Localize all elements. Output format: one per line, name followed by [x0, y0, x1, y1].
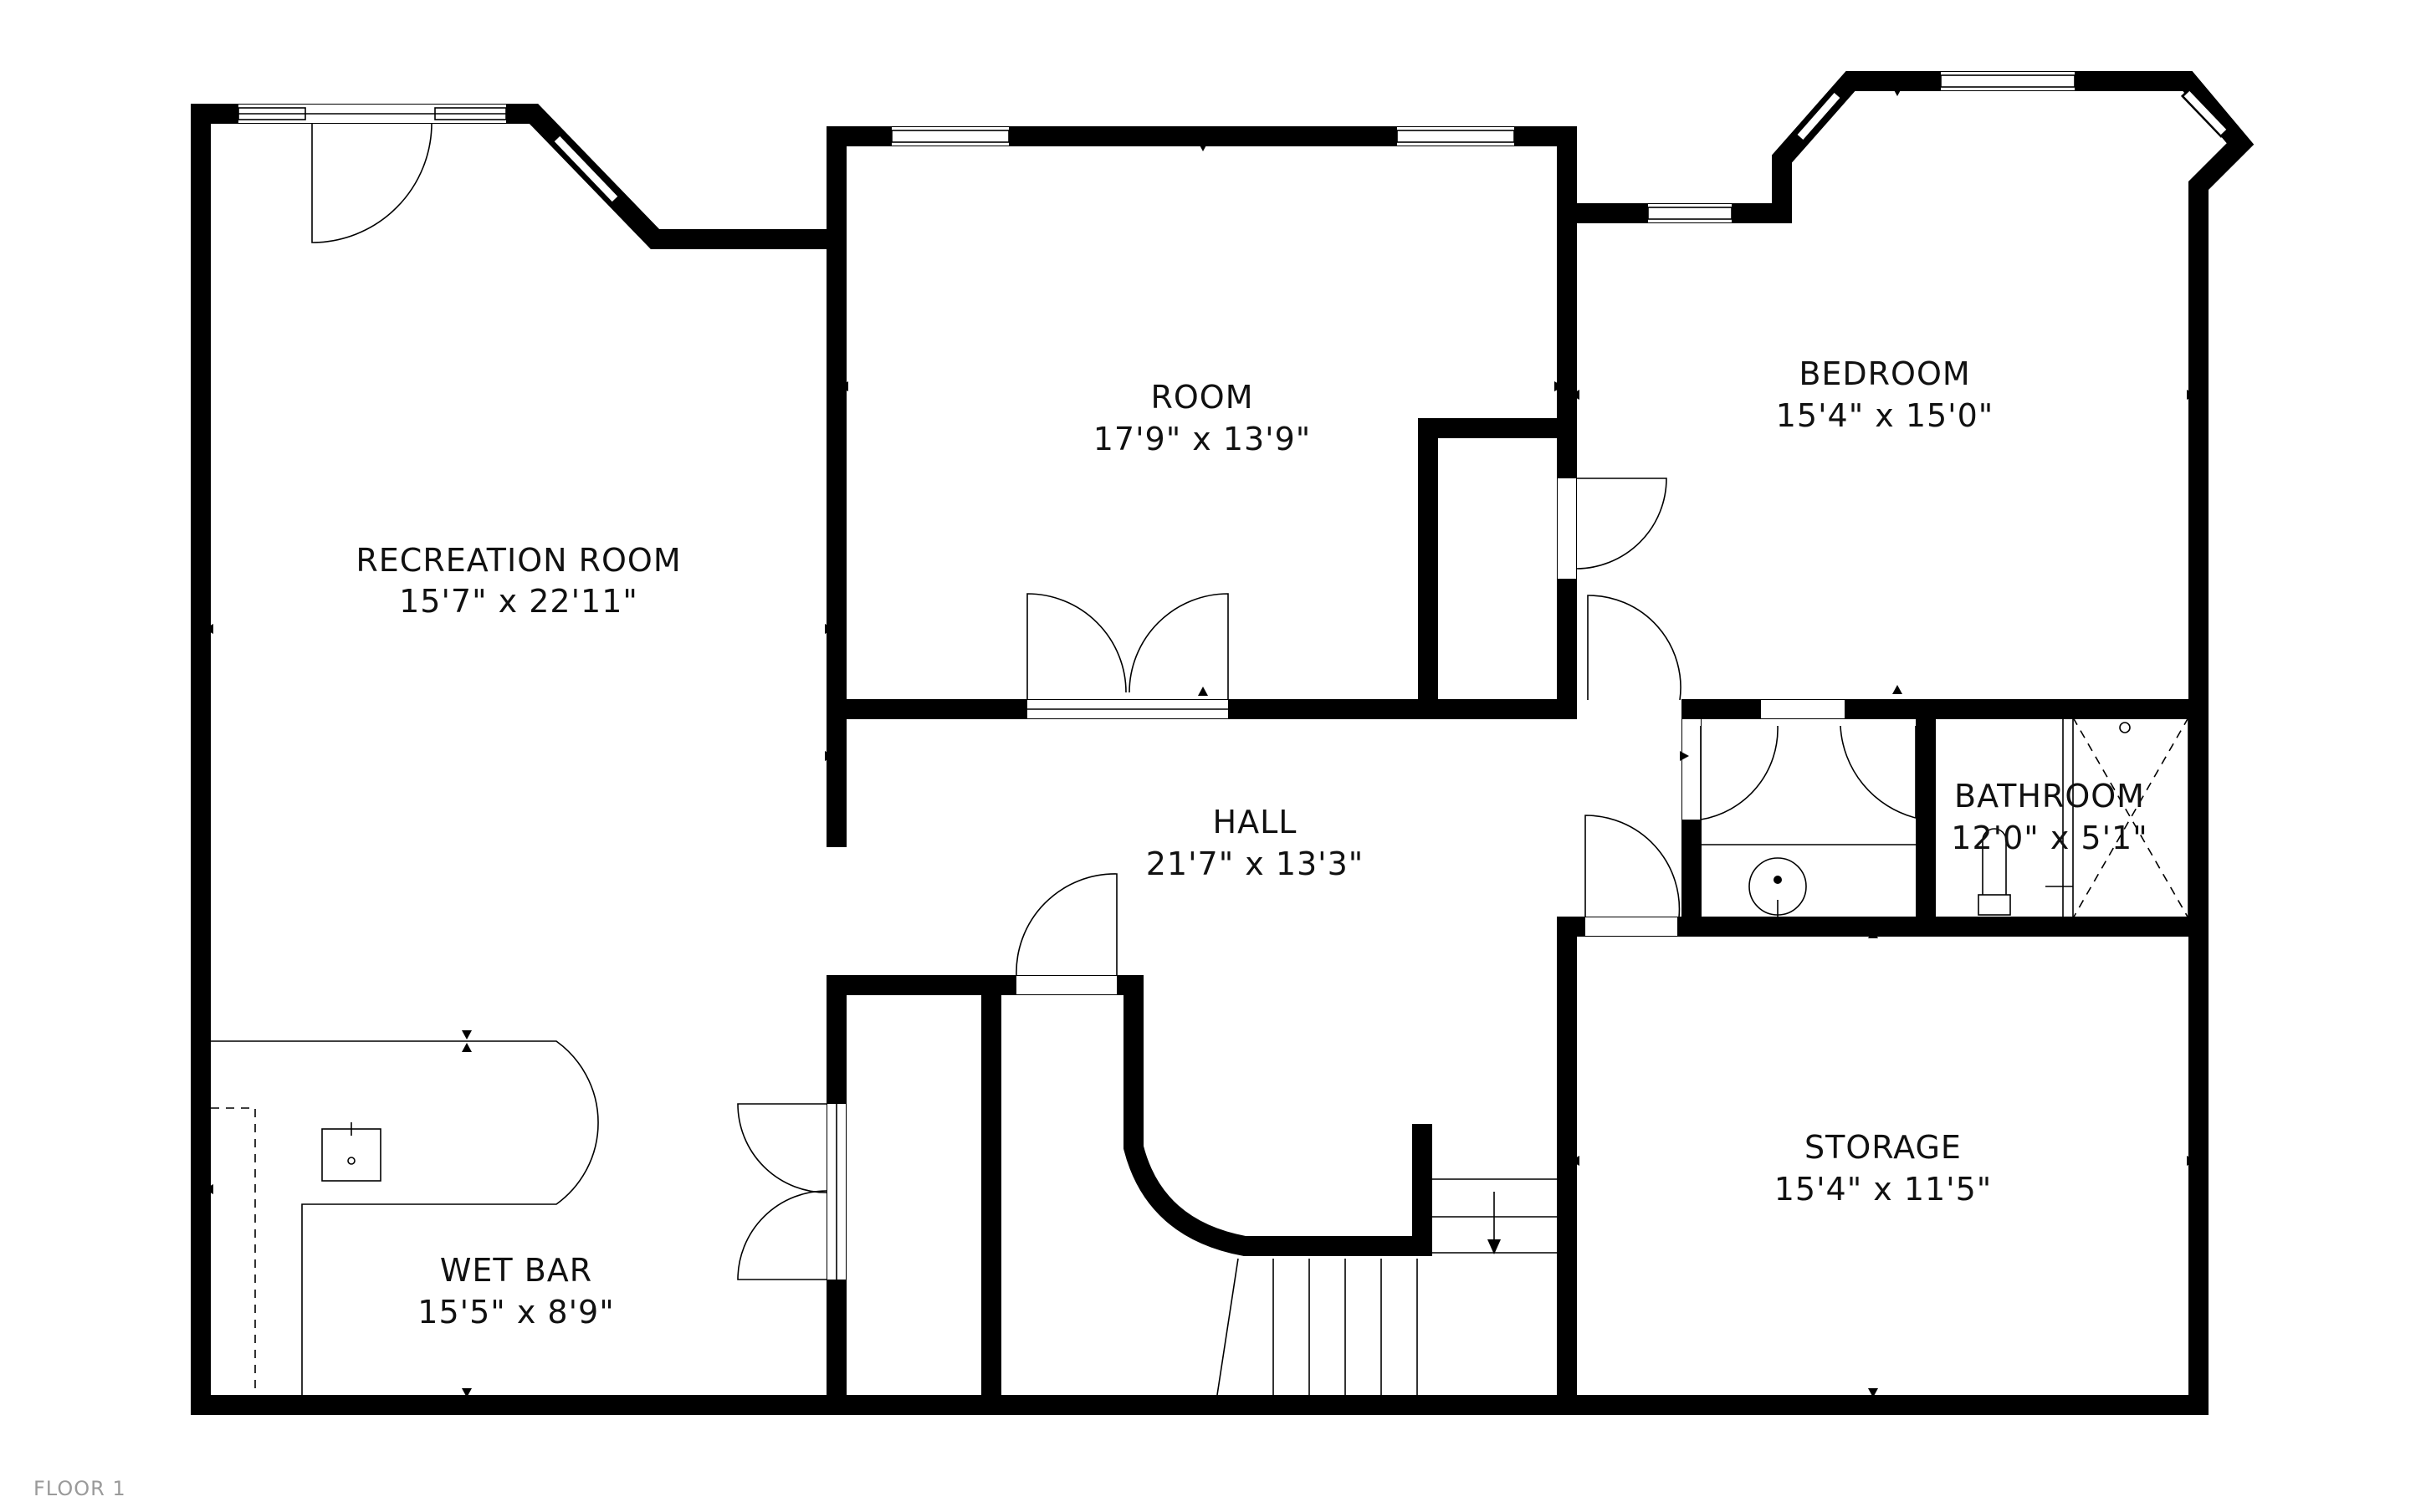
tick [1570, 390, 1579, 400]
bar-sink [321, 1128, 381, 1182]
room-wall-north [827, 126, 1577, 847]
bar-counter-outline [211, 1040, 599, 1395]
gap-bath-door [1761, 700, 1845, 718]
tick [1868, 1388, 1878, 1397]
room-closet-wall [1418, 418, 1577, 719]
stair-curve-wall [1123, 975, 1432, 1256]
room-dims-bedroom: 15'4" x 15'0" [1776, 397, 1994, 434]
tick [204, 1184, 213, 1194]
door-closet-b [1016, 873, 1118, 977]
floor-label: FLOOR 1 [33, 1477, 126, 1500]
bath-shower [2072, 717, 2189, 919]
tick [462, 1043, 472, 1052]
tick [462, 1030, 472, 1040]
door-bath [1840, 725, 1917, 820]
door-storage [1584, 815, 1681, 918]
tick [839, 381, 848, 391]
room-name-wet-bar: WET BAR [440, 1252, 592, 1289]
tick [1554, 381, 1564, 391]
tick [1349, 710, 1359, 719]
wet-bar-counter [211, 1040, 599, 1395]
bath-wall-west [1681, 699, 2209, 937]
tick [1892, 685, 1902, 694]
door-rec-entry [311, 122, 433, 243]
dimension-ticks [204, 87, 2196, 1397]
door-bedroom [1575, 478, 1667, 570]
door-room-left [1026, 593, 1127, 700]
tick [204, 624, 213, 634]
window-bedroom-low [1647, 207, 1733, 220]
door-wetbar-bottom [737, 1190, 828, 1280]
window-bedroom-top [1940, 74, 2076, 88]
gap-bedroom-door [1558, 478, 1576, 579]
tick [1570, 1156, 1579, 1166]
tick [1349, 1238, 1359, 1247]
window-bed-bay-l-inner [1797, 93, 1840, 140]
room-dims-wet-bar: 15'5" x 8'9" [417, 1294, 614, 1331]
window-bed-bay-r-inner [2183, 90, 2227, 135]
room-name-room: ROOM [1150, 379, 1253, 416]
bar-cabinet-dash [211, 1107, 256, 1395]
door-bath-west [1700, 725, 1779, 820]
tick [825, 751, 834, 761]
tick [462, 1388, 472, 1397]
outer-wall-west [191, 104, 842, 1415]
gap-bath-door-west [1682, 719, 1701, 820]
openings [238, 72, 2075, 1280]
doors [311, 122, 1917, 1280]
bathroom-fixtures [1702, 717, 2189, 919]
room-dims-storage: 15'4" x 11'5" [1774, 1171, 1993, 1208]
stair-side-diag [1216, 1258, 1239, 1396]
tick [2187, 390, 2196, 400]
gap-closet-door-b [1016, 976, 1117, 994]
stairs [1216, 1178, 1558, 1396]
tick [825, 624, 834, 634]
door-wetbar-top [737, 1103, 828, 1193]
stair-direction-arrow [1487, 1239, 1501, 1254]
room-name-recreation: RECREATION ROOM [356, 542, 681, 579]
bath-shower-head [2119, 722, 2131, 733]
gap-storage-door [1585, 917, 1677, 936]
room-dims-hall: 21'7" x 13'3" [1146, 845, 1364, 882]
door-room-right [1129, 593, 1229, 700]
room-name-storage: STORAGE [1804, 1129, 1962, 1166]
room-dims-room: 17'9" x 13'9" [1093, 421, 1312, 457]
room-dims-recreation: 15'7" x 22'11" [399, 583, 638, 620]
tick [1680, 751, 1689, 761]
window-room-1 [891, 130, 1010, 143]
room-name-bedroom: BEDROOM [1799, 355, 1970, 392]
tick [2187, 1156, 2196, 1166]
room-dims-bathroom: 12'0" x 5'1" [1951, 820, 2147, 856]
room-name-hall: HALL [1213, 804, 1298, 840]
tick [1198, 142, 1208, 151]
tick [1892, 87, 1902, 96]
door-closet [1587, 595, 1681, 701]
bath-toilet-tank [1978, 894, 2011, 916]
window-room-2 [1396, 130, 1515, 143]
tick [1198, 687, 1208, 696]
gap-closet-door [1588, 700, 1680, 718]
bath-toilet-bowl [1982, 828, 2007, 895]
bath-sink-drain [1774, 876, 1782, 884]
window-rec-bay-inner [554, 135, 618, 202]
tick [1868, 929, 1878, 938]
windows [238, 74, 2230, 220]
bar-sink-drain [347, 1157, 356, 1165]
room-labels: RECREATION ROOM 15'7" x 22'11" ROOM 17'9… [356, 355, 2147, 1331]
room-name-bathroom: BATHROOM [1954, 778, 2145, 815]
